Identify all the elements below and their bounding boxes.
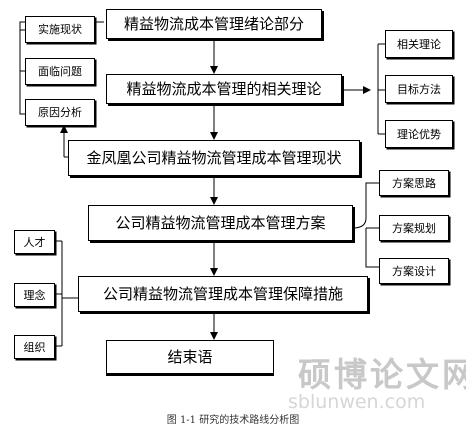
step-plan-label: 公司精益物流管理成本管理方案	[115, 213, 326, 232]
step-measures-box: 公司精益物流管理成本管理保障措施	[78, 276, 368, 312]
step-status-label: 金凤凰公司精益物流管理成本管理现状	[86, 148, 342, 167]
figure-caption: 图 1-1 研究的技术路线分析图	[166, 415, 300, 426]
right-mid-item-2: 方案规划	[379, 215, 449, 241]
left-top-item-2: 面临问题	[25, 58, 95, 85]
right-top-item-2: 目标方法	[385, 75, 453, 103]
right-mid-bracket	[352, 182, 379, 268]
step-status-box: 金凤凰公司精益物流管理成本管理现状	[68, 140, 360, 176]
left-bottom-item-3: 组织	[14, 335, 55, 359]
left-bottom-item-1: 人才	[14, 230, 55, 254]
step-theory-label: 精益物流成本管理的相关理论	[126, 79, 322, 98]
step-intro-box: 精益物流成本管理绪论部分	[106, 9, 322, 39]
watermark-text: 硕博论文网	[298, 355, 466, 394]
step-intro-label: 精益物流成本管理绪论部分	[123, 14, 304, 33]
right-mid-item-1: 方案思路	[379, 170, 449, 196]
left-bottom-bracket	[55, 240, 78, 347]
watermark-url: sblunwen.com	[288, 391, 426, 413]
step-plan-box: 公司精益物流管理成本管理方案	[88, 205, 353, 241]
left-top-item-3: 原因分析	[25, 99, 95, 126]
left-top-item-1: 实施现状	[25, 16, 95, 43]
conclusion-label: 结束语	[167, 347, 213, 366]
right-top-bracket	[377, 43, 385, 135]
left-bottom-item-2: 理念	[14, 283, 55, 307]
conclusion-box: 结束语	[106, 340, 274, 374]
step-measures-label: 公司精益物流管理成本管理保障措施	[102, 284, 343, 303]
step-theory-box: 精益物流成本管理的相关理论	[106, 74, 342, 104]
right-top-item-1: 相关理论	[385, 30, 453, 58]
right-top-item-3: 理论优势	[385, 120, 453, 148]
right-mid-item-3: 方案设计	[379, 258, 449, 284]
